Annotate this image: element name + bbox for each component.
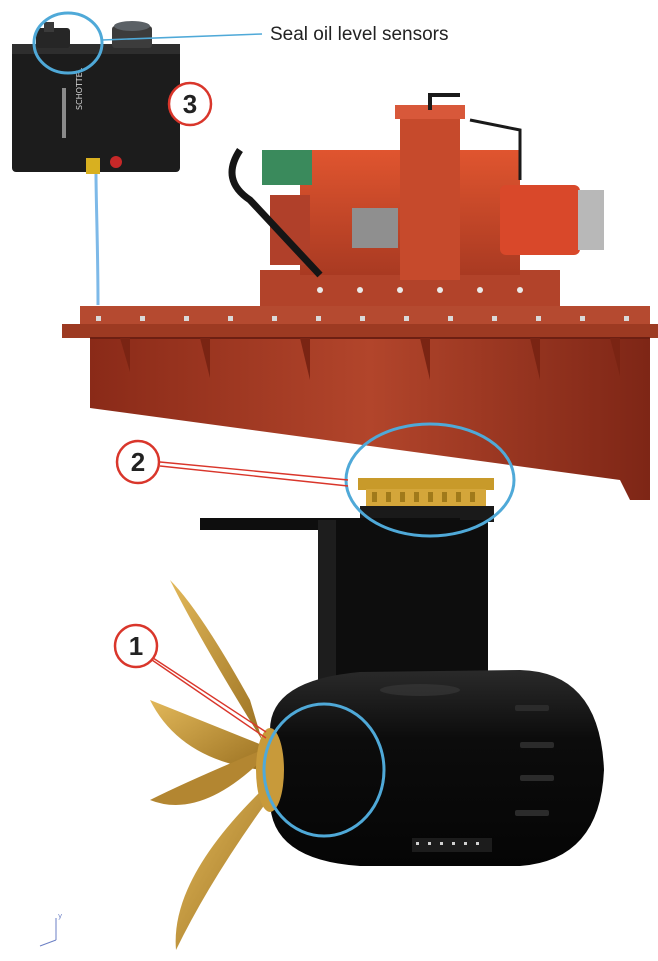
- gearbox-icon: [228, 93, 604, 310]
- callout-1: 1: [113, 623, 267, 739]
- highlight-ring-tank-sensor: [32, 11, 104, 75]
- sensor-leader-line: [101, 33, 263, 41]
- tank-brand-label: SCHOTTEL: [75, 67, 84, 110]
- svg-text:y: y: [58, 912, 62, 920]
- callout-3: 3: [167, 81, 213, 127]
- thruster-unit: [200, 518, 604, 866]
- seal-ring: [358, 478, 494, 522]
- svg-text:3: 3: [183, 89, 197, 119]
- hull-flange: [62, 306, 658, 500]
- oil-tank-icon: SCHOTTEL: [12, 21, 180, 306]
- highlight-ring-propeller-seal: [262, 702, 386, 838]
- propeller-icon: [150, 580, 284, 950]
- sensor-caption: Seal oil level sensors: [270, 24, 448, 45]
- svg-text:2: 2: [131, 447, 145, 477]
- callout-2: 2: [115, 439, 349, 487]
- axis-indicator: y: [39, 912, 62, 947]
- svg-text:1: 1: [129, 631, 143, 661]
